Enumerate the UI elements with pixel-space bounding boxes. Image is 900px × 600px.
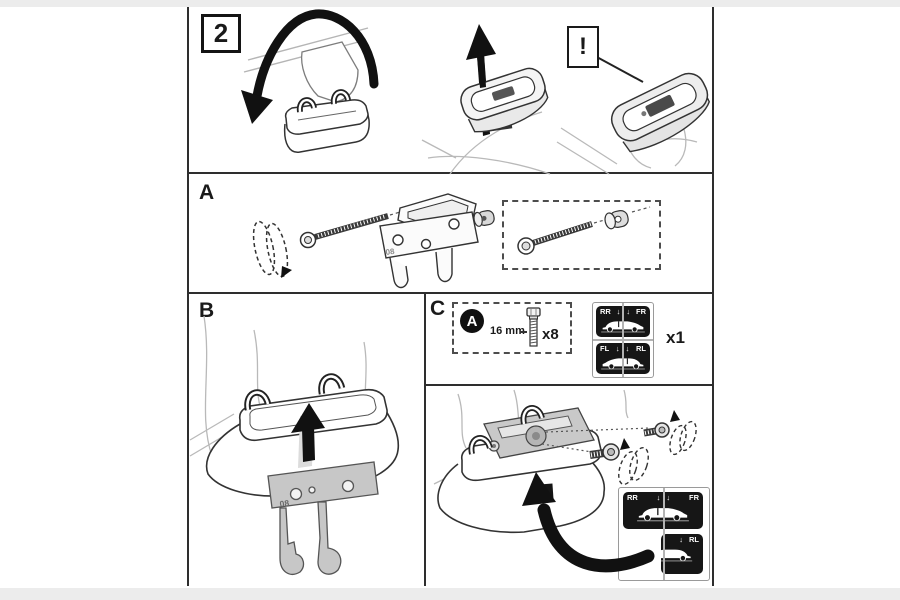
sticker-label-fr: FR [689,493,699,502]
foot-pad [283,89,370,153]
screw-icon [517,221,593,255]
sheet-cut-line [663,488,665,580]
down-arrow-icon: ↓ [625,344,630,353]
fitting-bracket-mounted [483,407,595,459]
illustration-bracket-screw: 08 [252,193,495,289]
sticker-rl-partial: ↓ RL [661,534,703,574]
step-number-box: 2 [201,14,241,53]
down-arrow-icon: ↓ [616,307,621,316]
screw-and-nut-drawing [517,206,651,255]
long-screw [299,208,411,249]
section-b-label: B [199,299,215,322]
divider-section-a-bottom [187,292,714,294]
screw-quantity-label: x8 [542,326,559,343]
section-c-label: C [430,297,446,320]
illustration-final-assembly [433,389,697,534]
sticker-sheet-applied: RR ↓ ↓ FR ↓ RL [618,487,710,581]
page-edge-top [0,0,900,7]
barrel-nut [473,210,495,227]
assembly-dash-line [541,443,593,453]
measure-line [520,331,527,333]
illustration-foot-bracket: 08 [189,315,400,575]
sticker-label-rl: RL [635,344,646,353]
sticker-label-rr: RR [600,307,611,316]
down-arrow-icon: ↓ [615,344,620,353]
divider-b-c [424,292,426,586]
part-marking: 08 [279,498,290,509]
metal-loop [468,405,545,455]
metal-loop [244,373,346,411]
section-a-label: A [199,181,215,204]
warning-box: ! [567,26,599,68]
insert-up-arrow-icon [291,403,325,462]
sheet-cut-line [593,339,653,341]
step-number: 2 [213,18,229,48]
lift-arrow-icon [466,24,496,88]
assembly-dash-line [631,206,651,213]
warning-leader-line [594,55,644,83]
warning-mark: ! [579,33,587,60]
part-marking: 08 [385,247,396,257]
sticker-label-rl: RL [689,535,699,544]
allen-screw-lower [589,443,620,461]
circled-letter-a: A [460,309,484,333]
sticker-label-fr: FR [636,307,646,316]
pad-clamp-detail [645,94,675,117]
allen-screw-upper [643,422,670,438]
fitting-bracket-gray [267,461,379,575]
apply-sticker-arrow-icon [522,472,655,573]
fixpoint-cover [300,41,359,103]
parts-dashed-box: A 16 mm x8 [452,302,572,354]
sticker-label-fl: FL [600,344,610,353]
rubber-pad [460,67,549,133]
down-arrow-icon: ↓ [626,307,631,316]
sheet-quantity-label: x1 [666,328,685,347]
rotation-arrow-icon [669,410,697,456]
pad-clamp-detail [491,86,515,101]
assembly-dash-line [545,427,651,433]
illustration-pad-warning [556,55,711,175]
screw-length-label: 16 mm [490,325,525,337]
pad-on-roof [610,72,711,153]
down-arrow-icon: ↓ [679,535,683,544]
illustration-flip-foot [241,9,379,153]
page-edge-bottom [0,588,900,600]
illustration-lift-pad [421,24,551,175]
panel-border-right [712,7,714,586]
sticker-label-rr: RR [627,493,638,502]
divider-c-bottom [424,384,714,386]
circled-letter-text: A [466,312,478,330]
rotation-arrow-icon [252,220,292,278]
rotation-arrow-icon [618,438,649,486]
mounting-bracket [379,193,479,289]
sticker-sheet: RR ↓ ↓ FR FL ↓ [592,302,654,378]
down-arrow-icon: ↓ [656,493,661,502]
down-arrow-icon: ↓ [666,493,671,502]
barrel-nut-icon [604,210,629,230]
flip-arc-arrow-icon [241,9,379,124]
allen-screw-icon [526,307,541,347]
panel-border-left [187,7,189,586]
hardware-dashed-box [502,200,661,270]
